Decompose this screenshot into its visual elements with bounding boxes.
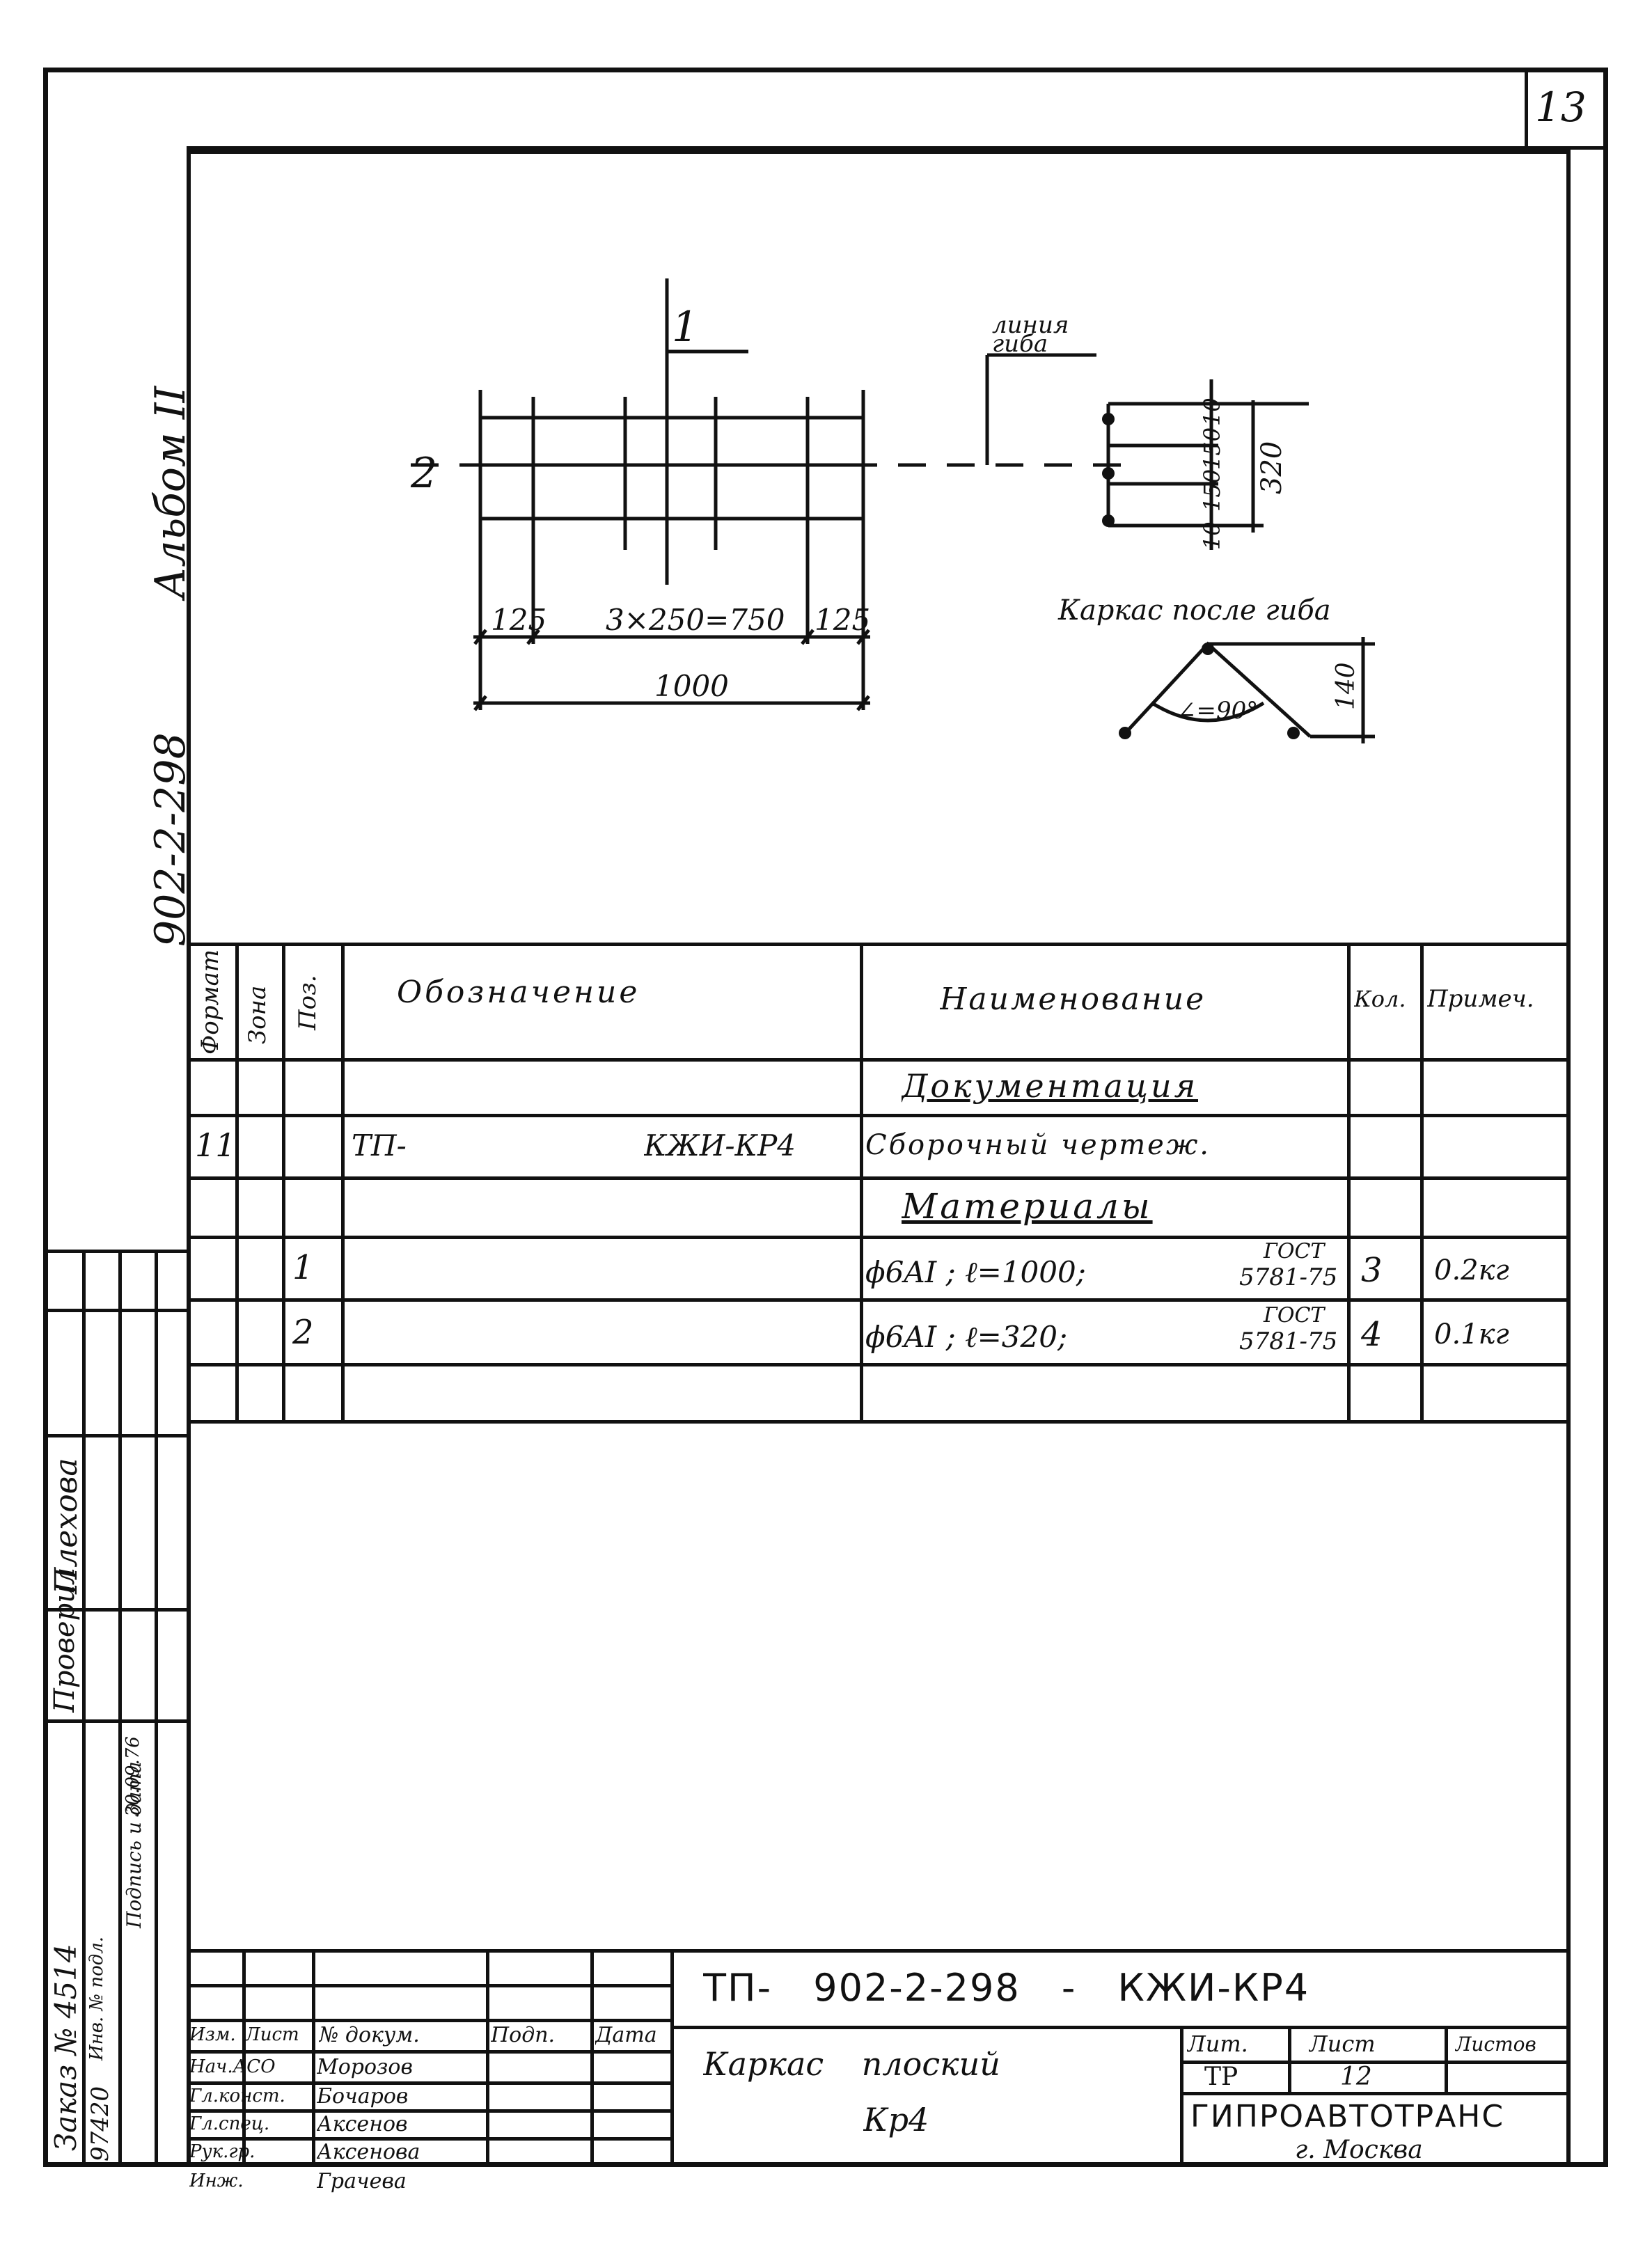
section-dot-mid — [1102, 467, 1115, 480]
row-marker-label-left: 2 — [410, 449, 437, 498]
row-4-gost-bottom: 5781-75 — [1239, 1328, 1338, 1355]
dim-140: 140 — [1332, 662, 1360, 710]
row-3-qty: 3 — [1361, 1251, 1383, 1290]
bend-line-label-2: гиба — [992, 330, 1048, 358]
sheet-label: Лист — [1309, 2031, 1376, 2057]
dim-edge-left: 125 — [491, 603, 546, 637]
row-1-name: Сборочный чертеж. — [865, 1129, 1211, 1161]
header-qty: Кол. — [1354, 986, 1406, 1012]
col-header-sign: Подп. — [491, 2022, 556, 2047]
row-4-gost-top: ГОСТ — [1264, 1303, 1325, 1328]
section-dot-top — [1102, 413, 1115, 425]
order-label: Заказ № 4514 — [49, 1944, 83, 2151]
row-4-name: ϕ6AI ; ℓ=320; — [865, 1320, 1068, 1354]
col-header-list: Лист — [245, 2024, 299, 2045]
dim-10-top: 10 — [1199, 397, 1225, 426]
section-marker-label: 1 — [672, 303, 698, 352]
col-header-izm: Изм. — [189, 2024, 236, 2045]
col-header-doc: № докум. — [319, 2022, 420, 2047]
dim-150-a: 150 — [1199, 427, 1225, 470]
row-3-name: ϕ6AI ; ℓ=1000; — [865, 1255, 1086, 1289]
product-name-line-1: Каркас плоский — [703, 2045, 1000, 2083]
header-designation: Обозначение — [397, 974, 640, 1010]
row-3-gost-top: ГОСТ — [1264, 1239, 1325, 1263]
signer-2-name: Аксенов — [317, 2111, 408, 2136]
row-4-note: 0.1кг — [1434, 1318, 1509, 1350]
dim-total: 1000 — [654, 669, 729, 703]
row-3-pos: 1 — [292, 1248, 314, 1287]
header-pos: Поз. — [294, 975, 322, 1030]
dim-spacing: 3×250=750 — [606, 603, 785, 637]
page-number-divider — [1525, 68, 1528, 150]
dim-edge-right: 125 — [815, 603, 870, 637]
signer-4-name: Грачева — [317, 2168, 407, 2193]
signer-1-name: Бочаров — [317, 2083, 409, 2109]
row-1-des-left: ТП- — [352, 1128, 407, 1163]
row-1-format: 11 — [195, 1126, 236, 1164]
col-header-date: Дата — [595, 2022, 657, 2047]
dim-150-b: 150 — [1199, 469, 1225, 512]
stage-label: Лит. — [1187, 2031, 1248, 2057]
header-zone: Зона — [244, 985, 272, 1044]
organization: ГИПРОАВТОТРАНС — [1190, 2098, 1505, 2134]
section-dot-bot — [1102, 514, 1115, 527]
inv-value: 97420 — [86, 2086, 114, 2161]
product-name-line-2: Кр4 — [863, 2101, 929, 2138]
row-2-name: Материалы — [902, 1186, 1153, 1227]
row-0-name: Документация — [902, 1067, 1199, 1105]
stage-value: ТР — [1204, 2062, 1238, 2091]
after-bend-caption: Каркас после гиба — [1057, 594, 1331, 627]
reinforcement-drawing: 1 2 125 3×250=750 125 1000 линия гиба 10… — [410, 278, 1375, 743]
drawing-frame — [187, 150, 1571, 2167]
dim-10-bottom: 10 — [1199, 521, 1225, 550]
row-1-des-right: КЖИ-КР4 — [644, 1128, 796, 1163]
signer-3-role: Рук.гр. — [189, 2141, 255, 2162]
sheet-value: 12 — [1340, 2062, 1372, 2091]
signer-4-role: Инж. — [189, 2171, 244, 2191]
row-3-gost-bottom: 5781-75 — [1239, 1263, 1338, 1291]
inv-label: Инв. № подл. — [86, 1936, 107, 2061]
signer-0-name: Морозов — [317, 2054, 413, 2079]
header-format: Формат — [196, 949, 224, 1055]
sheets-label: Листов — [1455, 2032, 1536, 2056]
signer-3-name: Аксенова — [317, 2139, 420, 2164]
city: г. Москва — [1295, 2135, 1423, 2164]
header-name: Наименование — [940, 981, 1206, 1017]
checked-name: Плехова — [49, 1458, 84, 1594]
angle-label: ∠=90° — [1177, 697, 1258, 725]
signer-1-role: Гл.конст. — [189, 2086, 285, 2106]
header-note: Примеч. — [1427, 985, 1534, 1013]
sign-date-value: 30.09.76 — [123, 1736, 143, 1817]
row-3-note: 0.2кг — [1434, 1254, 1509, 1286]
signer-2-role: Гл.спец. — [189, 2113, 270, 2134]
row-4-qty: 4 — [1361, 1315, 1383, 1354]
signer-0-role: Нач.АСО — [189, 2056, 276, 2077]
page-number: 13 — [1535, 84, 1587, 131]
row-4-pos: 2 — [292, 1313, 314, 1352]
doc-code: ТП- 902-2-298 - КЖИ-КР4 — [703, 1965, 1310, 2010]
bend-line-label-1: линия — [992, 311, 1069, 339]
top-strip-line — [187, 146, 1608, 150]
dim-320: 320 — [1256, 441, 1288, 494]
